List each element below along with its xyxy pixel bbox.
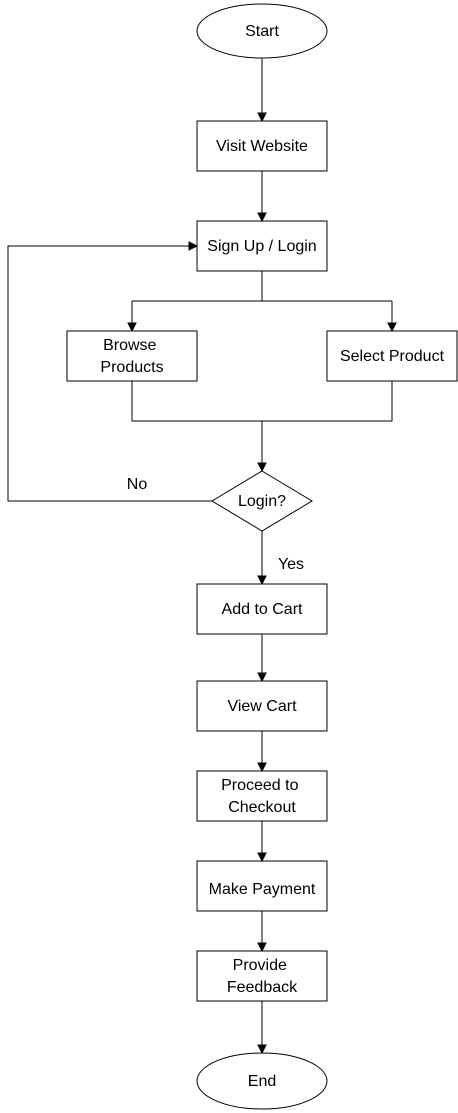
view-cart-node: View Cart: [196, 680, 328, 732]
login-decision-node: Login?: [211, 470, 313, 532]
proceed-to-checkout-line-2: Checkout: [228, 799, 296, 816]
add-to-cart-label: Add to Cart: [222, 601, 303, 618]
provide-feedback-node: Provide Feedback: [196, 950, 328, 1002]
arrow-head: [188, 241, 199, 251]
add-to-cart-box: [196, 583, 328, 635]
select-product-node: Select Product: [326, 330, 458, 382]
browse-products-line-2: Products: [100, 359, 163, 376]
select-product-label: Select Product: [340, 348, 445, 365]
browse-products-box: [66, 330, 198, 382]
arrow-head: [257, 762, 267, 773]
view-cart-label: View Cart: [227, 698, 297, 715]
sign-up-login-label: Sign Up / Login: [207, 238, 316, 255]
provide-feedback-label: Provide Feedback: [227, 957, 298, 996]
add-to-cart-node: Add to Cart: [196, 583, 328, 635]
arrow-head: [257, 462, 267, 473]
sign-up-login-node: Sign Up / Login: [196, 220, 328, 272]
view-cart-box: [196, 680, 328, 732]
edge-no-loop: [7, 245, 212, 502]
visit-website-node: Visit Website: [196, 120, 328, 172]
arrow-head: [257, 575, 267, 586]
make-payment-node: Make Payment: [196, 860, 328, 912]
end-label: End: [248, 1073, 276, 1090]
provide-feedback-box: [196, 950, 328, 1002]
make-payment-label: Make Payment: [209, 881, 316, 898]
edge-label-no: No: [127, 476, 148, 493]
arrow-head: [257, 212, 267, 223]
login-decision-diamond: [211, 470, 313, 532]
provide-feedback-line-1: Provide: [233, 957, 287, 974]
proceed-to-checkout-node: Proceed to Checkout: [196, 770, 328, 822]
arrow-head: [127, 322, 137, 333]
proceed-to-checkout-label: Proceed to Checkout: [221, 777, 303, 816]
edge-merge: [131, 381, 393, 422]
arrow-head: [257, 672, 267, 683]
browse-products-label: Browse Products: [100, 337, 163, 376]
make-payment-box: [196, 860, 328, 912]
select-product-box: [326, 330, 458, 382]
start-terminator: [196, 3, 328, 59]
edge-label-yes: Yes: [278, 556, 304, 573]
arrow-head: [257, 942, 267, 953]
end-terminator: [196, 1052, 328, 1110]
arrow-head: [257, 1044, 267, 1055]
visit-website-label: Visit Website: [216, 138, 308, 155]
browse-products-line-1: Browse: [103, 337, 156, 354]
sign-up-login-box: [196, 220, 328, 272]
proceed-to-checkout-line-1: Proceed to: [221, 777, 298, 794]
browse-products-node: Browse Products: [66, 330, 198, 382]
arrow-head: [257, 112, 267, 123]
end-node: End: [196, 1052, 328, 1110]
provide-feedback-line-2: Feedback: [227, 979, 298, 996]
arrow-head: [257, 852, 267, 863]
connectors: [7, 58, 397, 1055]
proceed-to-checkout-box: [196, 770, 328, 822]
arrow-head: [387, 322, 397, 333]
start-label: Start: [245, 23, 279, 40]
start-node: Start: [196, 3, 328, 59]
login-decision-label: Login?: [238, 493, 286, 510]
visit-website-box: [196, 120, 328, 172]
